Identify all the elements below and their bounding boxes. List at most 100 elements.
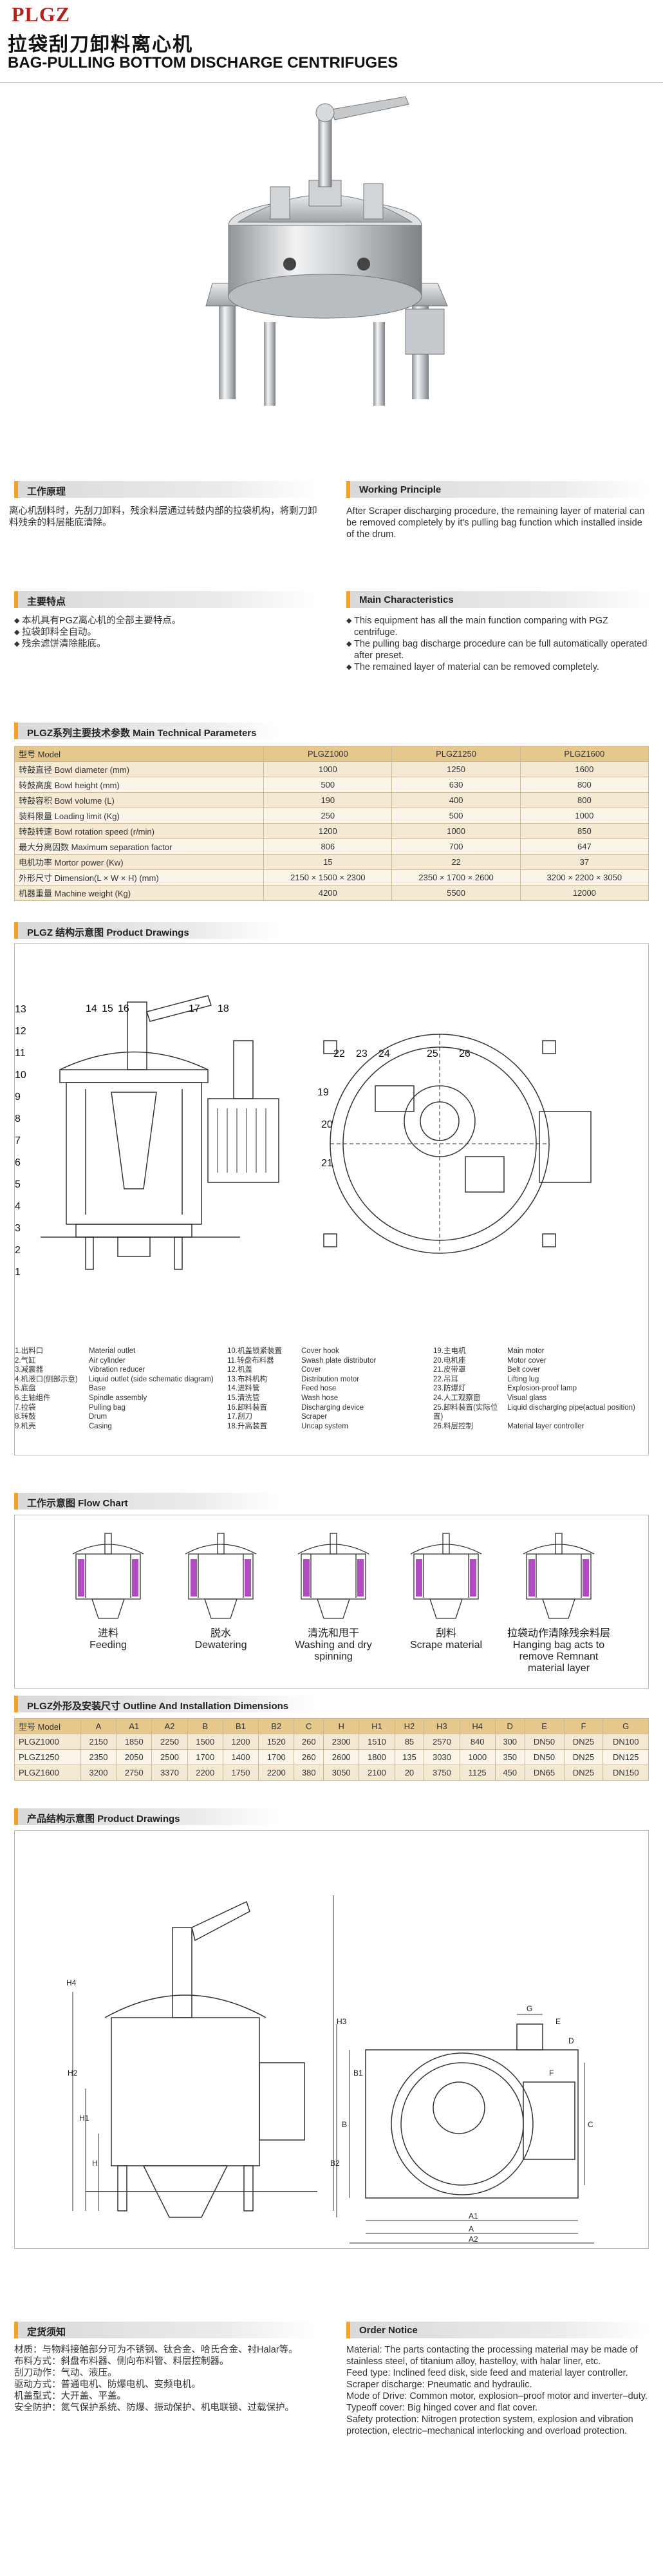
row-label-cell: PLGZ1250 (14, 1749, 81, 1765)
legend-cn: 19.主电机 (433, 1347, 466, 1355)
flow-step-label-en: Feeding (89, 1640, 127, 1651)
flow-step-label-cn: 清洗和甩干 (307, 1628, 359, 1639)
notice-line: 机盖型式：大开盖、平盖。 (14, 2391, 126, 2401)
table-cell: 2350 × 1700 × 2600 (391, 869, 521, 886)
dimension-label: A (469, 2224, 474, 2233)
legend-en: Swash plate distributor (301, 1356, 377, 1365)
legend-en: Drum (89, 1413, 107, 1421)
table-cell: 1750 (222, 1765, 259, 1781)
table-cell: 300 (494, 1734, 525, 1750)
dimension-label: A2 (469, 2235, 478, 2244)
table-cell: 2100 (359, 1765, 395, 1781)
table-cell: 2150 (80, 1734, 117, 1750)
section-dimensions: PLGZ外形及安装尺寸 Outline And Installation Dim… (14, 1696, 317, 1712)
table-cell: DN50 (524, 1749, 565, 1765)
table-cell: 2350 (80, 1749, 117, 1765)
table-cell: 4200 (263, 885, 393, 901)
legend-cn: 7.拉袋 (15, 1403, 36, 1412)
dimension-label: E (556, 2017, 561, 2026)
table-cell: G (602, 1718, 649, 1734)
table-cell: 2050 (116, 1749, 153, 1765)
section-title: Main Characteristics (359, 594, 454, 605)
legend-cn: 2.气缸 (15, 1356, 36, 1365)
table-cell: 2200 (187, 1765, 223, 1781)
table-cell: 2750 (116, 1765, 153, 1781)
table-cell: 2600 (323, 1749, 360, 1765)
section-title: Working Principle (359, 484, 442, 495)
table-cell: 1520 (258, 1734, 295, 1750)
callout-number: 17 (189, 1003, 200, 1014)
dimension-label: H3 (337, 2017, 347, 2026)
table-cell: PLGZ1000 (263, 746, 393, 762)
legend-cn: 5.底盘 (15, 1385, 36, 1393)
legend-item: 4.机液口(侧部示意)Liquid outlet (side schematic… (15, 1375, 221, 1385)
table-cell: 800 (519, 792, 649, 808)
legend-en: Lifting lug (507, 1375, 539, 1383)
table-cell: DN150 (602, 1765, 649, 1781)
legend-cn: 15.清洗管 (227, 1394, 260, 1402)
section-title: 工作原理 (27, 486, 66, 497)
row-label-cell: PLGZ1000 (14, 1734, 81, 1750)
table-cell: 700 (391, 838, 521, 855)
callout-number: 19 (317, 1087, 329, 1098)
callout-number: 11 (15, 1048, 26, 1059)
table-cell: 1700 (258, 1749, 295, 1765)
table-cell: H1 (359, 1718, 395, 1734)
section-main-characteristics-cn: 主要特点 (14, 591, 317, 608)
flow-step-diagram (523, 1533, 595, 1619)
brand-logo: PLGZ (12, 3, 71, 26)
callout-number: 24 (378, 1048, 390, 1059)
order-notice-en: Material: The parts contacting the proce… (346, 2344, 650, 2437)
table-cell: 1200 (263, 823, 393, 839)
legend-en: Uncap system (301, 1422, 348, 1430)
legend-en: Liquid outlet (side schematic diagram) (89, 1375, 214, 1383)
table-cell: 840 (459, 1734, 496, 1750)
table-cell: H (323, 1718, 360, 1734)
callout-number: 1 (15, 1267, 21, 1278)
callout-number: 5 (15, 1179, 21, 1190)
section-title: 定货须知 (27, 2327, 66, 2338)
callout-number: 7 (15, 1135, 21, 1146)
row-label-cell: 机器重量 Machine weight (Kg) (14, 885, 265, 901)
legend-cn: 8.转鼓 (15, 1413, 36, 1421)
callout-number: 9 (15, 1092, 21, 1103)
table-cell: 1500 (187, 1734, 223, 1750)
table-cell: 3200 (80, 1765, 117, 1781)
table-cell: 85 (394, 1734, 425, 1750)
table-cell: DN25 (563, 1749, 604, 1765)
table-cell: C (294, 1718, 324, 1734)
table-cell: 1000 (459, 1749, 496, 1765)
legend-item: 25.卸料装置(实际位置)Liquid discharging pipe(act… (433, 1403, 646, 1422)
table-cell: 1250 (391, 761, 521, 777)
notice-line: 刮刀动作：气动、液压。 (14, 2368, 117, 2378)
table-cell: 260 (294, 1749, 324, 1765)
callout-number: 2 (15, 1245, 21, 1256)
notice-line: 驱动方式：普通电机、防爆电机、变频电机。 (14, 2380, 201, 2390)
table-cell: B (187, 1718, 223, 1734)
table-cell: D (494, 1718, 525, 1734)
legend-en: Vibration reducer (89, 1366, 145, 1374)
legend-cn: 20.电机座 (433, 1356, 466, 1365)
working-principle-text-cn: 离心机刮料时，先刮刀卸料，残余料层通过转鼓内部的拉袋机构，将剩刀卸料残余的料层能… (9, 506, 317, 528)
notice-line: Mode of Drive: Common motor, explosion–p… (346, 2391, 648, 2401)
table-cell: H4 (459, 1718, 496, 1734)
legend-cn: 10.机盖锁紧装置 (227, 1347, 282, 1355)
legend-en: Discharging device (301, 1403, 364, 1412)
table-cell: 1700 (187, 1749, 223, 1765)
legend-cn: 21.皮带罩 (433, 1366, 466, 1374)
dimension-label: C (588, 2120, 593, 2129)
working-principle-text-en: After Scraper discharging procedure, the… (346, 506, 645, 540)
table-cell: 1600 (519, 761, 649, 777)
